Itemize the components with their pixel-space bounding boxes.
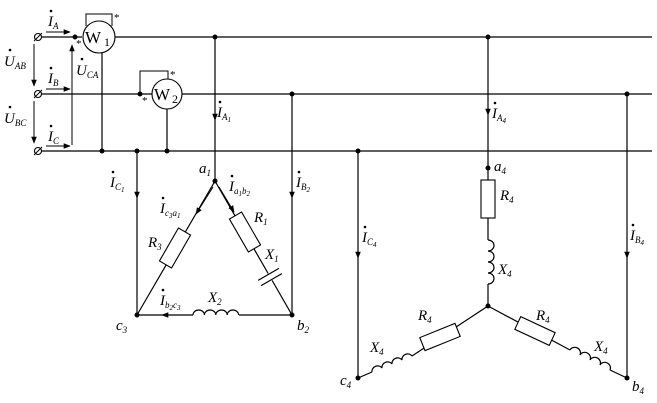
w1-star-top: * [114,12,120,24]
resistor-r4-a [480,179,496,219]
inductor-x4-b [569,346,612,371]
w2-letter: W [154,85,171,104]
w2-index: 2 [172,92,178,106]
label-node-c4: c4 [340,373,352,390]
delta-load [134,34,295,318]
wattmeter-w1: W 1 * * [76,12,120,54]
label-ia: IA [47,14,59,31]
label-ic1: IC1 [109,175,125,194]
resistor-r4-b [514,315,556,347]
label-x1: X1 [264,247,279,264]
w1-star-left: * [76,38,82,50]
inductor-x2 [192,309,240,316]
label-ic3a1: Ic3a1 [159,201,181,220]
resistor-r4-c [419,322,461,352]
capacitor-x1 [255,266,285,288]
labels: IA IB IC UAB UBC UCA IA1 IB2 IC1 Ia1b2 I… [4,9,645,396]
label-ib2: IB2 [295,175,311,194]
label-r1: R1 [253,210,268,227]
label-ib2c3: Ib2c3 [159,293,181,312]
label-x4-b: X4 [593,339,608,356]
label-ia1b2: Ia1b2 [228,179,251,198]
w1-letter: W [85,28,102,47]
phase-lines [42,36,652,152]
star-load [355,34,630,381]
label-node-a1: a1 [199,161,211,178]
label-ib: IB [47,71,59,88]
label-node-c3: c3 [116,318,128,335]
label-x4-c: X4 [369,340,384,357]
label-ic: IC [47,129,60,146]
label-node-a4: a4 [494,159,507,176]
label-r4-a: R4 [499,188,514,205]
w2-star-top: * [170,69,176,81]
label-x2: X2 [207,290,222,307]
label-ia4: IA4 [491,106,507,125]
w2-star-left: * [142,95,148,107]
label-r4-b: R4 [535,308,550,325]
wattmeter-w2: W 2 * * [139,69,183,110]
inductor-x4-a [487,239,495,285]
label-ia1: IA1 [216,105,231,124]
label-r4-c: R4 [417,308,432,325]
label-node-b4: b4 [632,379,645,396]
label-node-b2: b2 [297,318,310,335]
resistor-r1 [228,211,262,253]
resistor-r3 [158,227,192,269]
w1-index: 1 [104,35,110,49]
label-x4-a: X4 [497,262,512,279]
label-uca: UCA [76,63,99,80]
label-ib4: IB4 [629,228,645,247]
inductor-x4-c [371,353,413,373]
label-uab: UAB [4,54,26,71]
label-ic4: IC4 [361,230,377,249]
input-terminals [33,32,43,156]
label-r3: R3 [147,235,162,252]
label-ubc: UBC [4,111,27,128]
